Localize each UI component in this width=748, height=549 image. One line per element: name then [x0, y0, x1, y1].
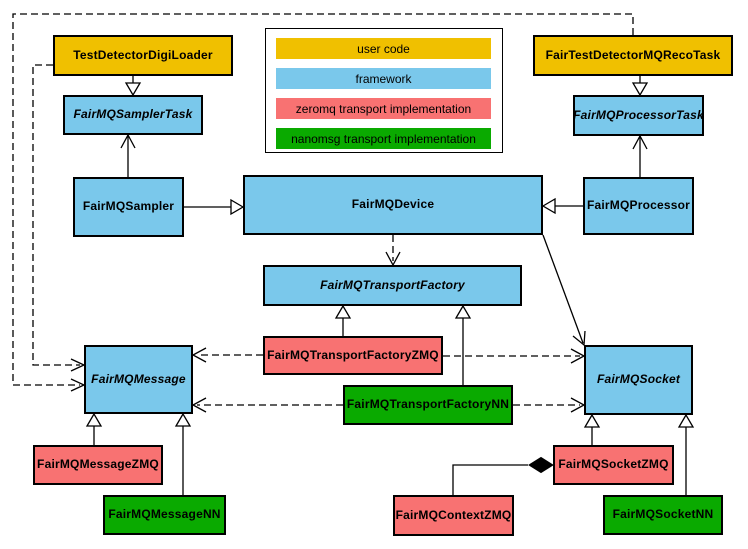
node-fairmqmessagenn: FairMQMessageNN — [103, 495, 226, 535]
edge-factorynn-message-dependency — [191, 397, 343, 413]
legend-label: zeromq transport implementation — [295, 101, 472, 116]
node-label: FairMQMessage — [91, 371, 186, 386]
node-label: FairMQSocketZMQ — [558, 457, 669, 472]
node-label: FairTestDetectorMQRecoTask — [545, 47, 721, 62]
legend-label: nanomsg transport implementation — [291, 131, 476, 146]
node-testdetectordigiloader: TestDetectorDigiLoader — [53, 35, 233, 76]
edge-device-socket-association — [542, 234, 586, 347]
node-fairmqmessage: FairMQMessage — [84, 345, 193, 414]
edge-sampler-device-generalization — [184, 198, 245, 216]
node-fairmqsamplertask: FairMQSamplerTask — [63, 95, 203, 135]
edge-socketzmq-contextzmq-composition — [452, 456, 554, 495]
node-fairmqsampler: FairMQSampler — [73, 177, 184, 237]
legend-item-framework: framework — [276, 68, 491, 89]
node-label: FairMQTransportFactoryNN — [346, 397, 510, 412]
node-fairmqtransportfactory: FairMQTransportFactory — [263, 265, 522, 306]
node-fairmqmessagezmq: FairMQMessageZMQ — [33, 445, 163, 485]
node-label: FairMQProcessor — [586, 198, 691, 213]
edge-sampler-samplertask-association — [120, 133, 136, 177]
node-fairmqsocketnn: FairMQSocketNN — [603, 495, 723, 535]
legend: user code framework zeromq transport imp… — [265, 28, 503, 153]
edge-messagenn-message-generalization — [174, 412, 192, 495]
node-fairmqprocessor: FairMQProcessor — [583, 177, 694, 235]
edge-digiloader-samplertask-generalization — [124, 76, 142, 97]
node-label: FairMQSocket — [596, 372, 681, 387]
node-fairmqtransportfactoryzmq: FairMQTransportFactoryZMQ — [263, 336, 443, 375]
edge-socketzmq-socket-generalization — [583, 413, 601, 445]
node-label: FairMQMessageZMQ — [37, 457, 159, 472]
edge-socketnn-socket-generalization — [677, 413, 695, 495]
node-fairmqprocessortask: FairMQProcessorTask — [573, 95, 704, 136]
legend-item-user-code: user code — [276, 38, 491, 59]
legend-label: framework — [355, 71, 412, 86]
node-fairmqtransportfactorynn: FairMQTransportFactoryNN — [343, 385, 513, 425]
node-label: FairMQMessageNN — [108, 507, 221, 522]
node-label: FairMQContextZMQ — [395, 507, 512, 522]
node-fairmqdevice: FairMQDevice — [243, 175, 543, 235]
node-label: FairMQSocketNN — [612, 507, 714, 522]
node-label: FairMQProcessorTask — [573, 107, 704, 122]
edge-factorynn-transportfactory-generalization — [454, 304, 472, 385]
node-fairmqsocket: FairMQSocket — [584, 345, 693, 415]
edge-recotask-processortask-generalization — [631, 76, 649, 97]
edge-factoryzmq-message-dependency — [191, 347, 263, 363]
node-label: FairMQSampler — [82, 199, 175, 214]
edge-processor-device-generalization — [541, 197, 583, 215]
node-label: FairMQTransportFactory — [320, 277, 465, 292]
edge-factoryzmq-transportfactory-generalization — [334, 304, 352, 336]
edge-factorynn-socket-dependency — [513, 397, 586, 413]
edge-factoryzmq-socket-dependency — [443, 348, 586, 364]
node-fairtestdetectormqrecotask: FairTestDetectorMQRecoTask — [533, 35, 733, 76]
edge-device-transportfactory-dependency — [385, 235, 401, 267]
node-label: FairMQDevice — [351, 197, 435, 212]
node-label: TestDetectorDigiLoader — [73, 47, 213, 62]
node-label: FairMQTransportFactoryZMQ — [267, 347, 439, 362]
legend-item-zeromq: zeromq transport implementation — [276, 98, 491, 119]
node-fairmqsocketzmq: FairMQSocketZMQ — [553, 445, 674, 485]
node-fairmqcontextzmq: FairMQContextZMQ — [393, 495, 514, 536]
edge-processor-processortask-association — [632, 134, 648, 177]
legend-item-nanomsg: nanomsg transport implementation — [276, 128, 491, 149]
legend-label: user code — [357, 41, 410, 56]
edge-messagezmq-message-generalization — [85, 412, 103, 445]
node-label: FairMQSamplerTask — [73, 107, 193, 122]
